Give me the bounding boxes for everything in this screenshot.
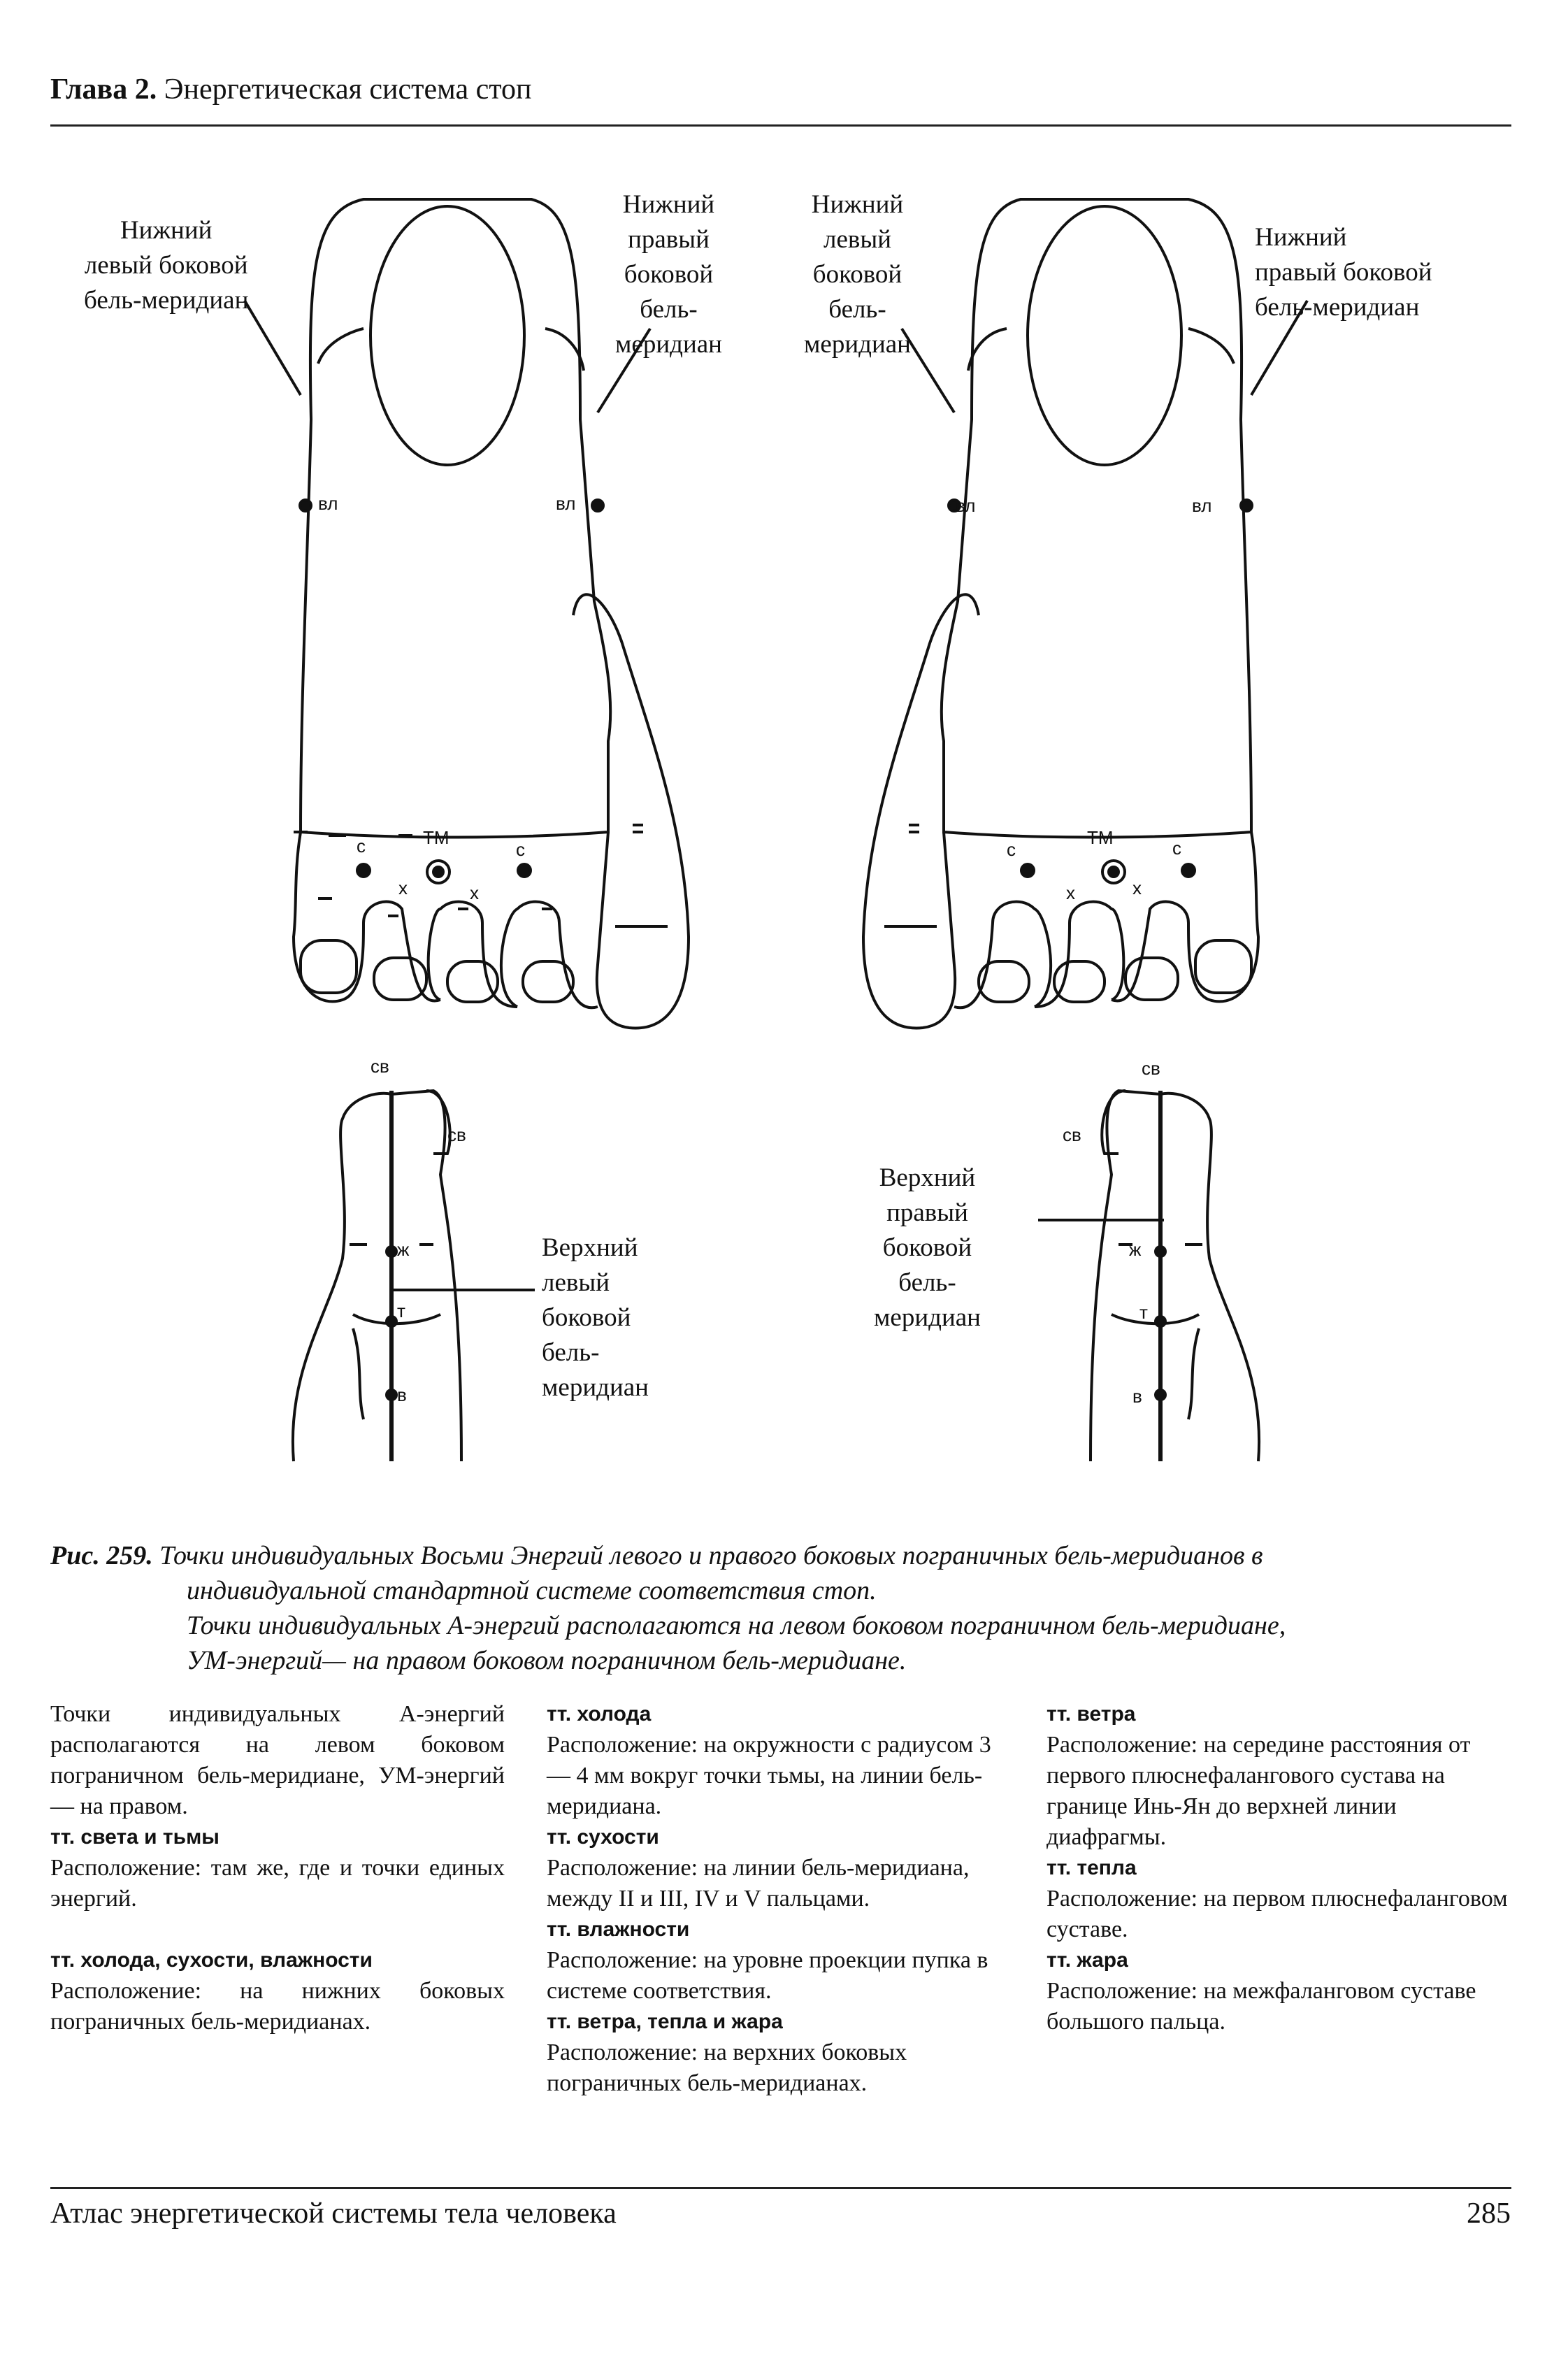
point-c-right-a: с <box>1007 839 1016 860</box>
caption-line-2: индивидуальной стандартной системе соотв… <box>187 1576 877 1605</box>
point-t-upper-left: т <box>397 1300 405 1321</box>
point-sv-upper-right-a: св <box>1142 1058 1160 1079</box>
col2-text-4: Расположение: на верхних боковых пограни… <box>547 2039 907 2096</box>
point-sv-upper-left-b: св <box>447 1124 466 1145</box>
point-tm-right: ТМ <box>1087 827 1114 848</box>
col2-heading-3: тт. влажности <box>547 1918 690 1941</box>
col3-heading-1: тт. ветра <box>1046 1702 1136 1726</box>
caption-line-4: УМ-энергий— на правом боковом погранично… <box>187 1646 907 1675</box>
col3-text-3: Расположение: на межфаланговом суставе б… <box>1046 1978 1476 2035</box>
label-text: Нижний левый боковой бель-меридиан <box>84 216 249 315</box>
col2-text-1: Расположение: на окружности с радиусом 3… <box>547 1732 991 1819</box>
col3-heading-2: тт. тепла <box>1046 1856 1137 1879</box>
chapter-number: Глава 2. <box>50 73 157 106</box>
label-left-foot-lower-right-meridian: Нижний правый боковой бель- меридиан <box>615 187 722 362</box>
point-c-left-a: с <box>357 836 366 856</box>
col1-heading-1: тт. света и тьмы <box>50 1826 220 1849</box>
label-right-foot-lower-left-meridian: Нижний левый боковой бель- меридиан <box>804 187 911 362</box>
left-foot-drawing <box>243 198 691 1030</box>
point-v-upper-left: в <box>397 1384 407 1405</box>
col1-text-1: Расположение: там же, где и точки единых… <box>50 1855 505 1912</box>
label-right-foot-lower-right-meridian: Нижний правый боковой бель-меридиан <box>1255 220 1432 325</box>
point-sv-upper-right-b: св <box>1063 1124 1081 1145</box>
point-vl-right-a: вл <box>956 495 976 516</box>
col2-text-2: Расположение: на линии бель-меридиана, м… <box>547 1855 970 1912</box>
label-upper-left-meridian: Верхний левый боковой бель- меридиан <box>542 1231 649 1405</box>
point-zh-upper-right: ж <box>1129 1239 1142 1260</box>
label-text: Нижний левый боковой бель- меридиан <box>804 190 911 359</box>
header-rule <box>50 124 1511 127</box>
point-zh-upper-left: ж <box>397 1239 410 1260</box>
col2-heading-2: тт. сухости <box>547 1826 659 1849</box>
col3-heading-3: тт. жара <box>1046 1949 1128 1972</box>
point-x-right-a: х <box>1066 882 1075 903</box>
col3-text-2: Расположение: на первом плюснефаланговом… <box>1046 1886 1508 1942</box>
label-text: Верхний правый боковой бель- меридиан <box>874 1163 981 1332</box>
caption-figure-number: Рис. 259. <box>50 1541 153 1570</box>
point-vl-left-b: вл <box>556 493 576 514</box>
col2-text-3: Расположение: на уровне проекции пупка в… <box>547 1947 988 2004</box>
label-text: Нижний правый боковой бель- меридиан <box>615 190 722 359</box>
col2-heading-4: тт. ветра, тепла и жара <box>547 2010 783 2033</box>
point-t-upper-right: т <box>1139 1302 1148 1323</box>
running-header: Глава 2. Энергетическая система стоп <box>50 73 532 106</box>
chapter-title: Энергетическая система стоп <box>164 73 532 106</box>
footer-book-title: Атлас энергетической системы тела челове… <box>50 2197 617 2230</box>
col2-heading-1: тт. холода <box>547 1702 652 1726</box>
figure-caption: Рис. 259. Точки индивидуальных Восьми Эн… <box>50 1538 1511 1678</box>
text-column-2: тт. холода Расположение: на окружности с… <box>547 1699 1008 2099</box>
figure-259-illustration <box>243 198 1309 1462</box>
col1-text-2: Расположение: на нижних боковых погранич… <box>50 1978 505 2035</box>
point-x-right-b: х <box>1132 877 1142 898</box>
caption-line-3: Точки индивидуальных А-энергий располага… <box>187 1611 1286 1640</box>
col1-spacer <box>50 1914 505 1945</box>
left-big-toe-drawing <box>291 1089 535 1462</box>
point-sv-upper-left-a: св <box>371 1056 389 1077</box>
page-number: 285 <box>1467 2197 1511 2230</box>
col3-text-1: Расположение: на середине расстояния от … <box>1046 1732 1471 1850</box>
right-foot-drawing <box>861 198 1309 1030</box>
label-upper-right-meridian: Верхний правый боковой бель- меридиан <box>874 1161 981 1335</box>
point-c-left-b: с <box>516 839 525 860</box>
point-c-right-b: с <box>1172 838 1181 859</box>
label-left-foot-lower-left-meridian: Нижний левый боковой бель-меридиан <box>84 213 248 318</box>
point-v-upper-right: в <box>1132 1386 1142 1407</box>
point-x-left-b: х <box>470 882 479 903</box>
col1-intro: Точки индивидуальных А-энергий располага… <box>50 1701 505 1819</box>
point-vl-right-b: вл <box>1192 495 1212 516</box>
text-column-1: Точки индивидуальных А-энергий располага… <box>50 1699 505 2037</box>
point-x-left-a: х <box>398 877 408 898</box>
col1-heading-2: тт. холода, сухости, влажности <box>50 1949 373 1972</box>
caption-line-1: Точки индивидуальных Восьми Энергий лево… <box>159 1541 1263 1570</box>
label-text: Нижний правый боковой бель-меридиан <box>1255 223 1432 322</box>
footer-rule <box>50 2187 1511 2189</box>
point-vl-left-a: вл <box>318 493 338 514</box>
right-big-toe-drawing <box>1089 1089 1261 1462</box>
point-tm-left: ТМ <box>423 827 449 848</box>
label-text: Верхний левый боковой бель- меридиан <box>542 1233 649 1402</box>
text-column-3: тт. ветра Расположение: на середине расс… <box>1046 1699 1508 2037</box>
